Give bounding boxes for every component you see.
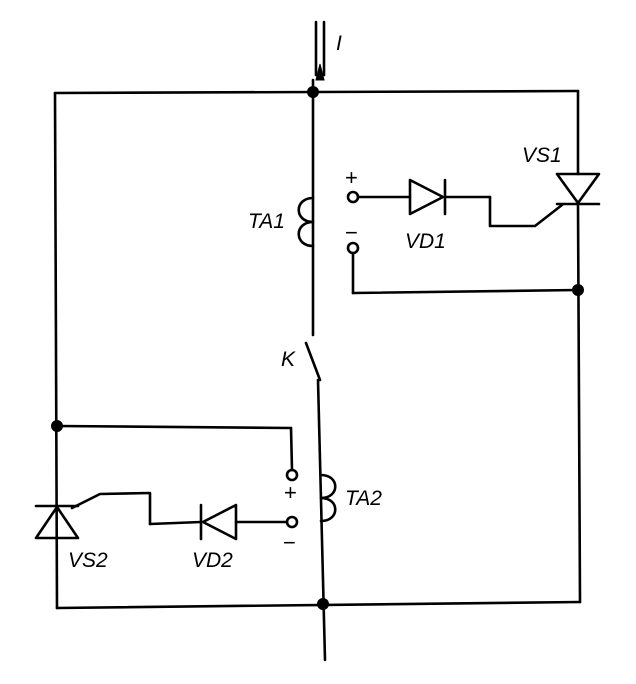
junction-top	[307, 86, 319, 98]
thyristor-vs2	[34, 491, 152, 540]
vs2-label: VS2	[68, 549, 108, 572]
ta2-label: TA2	[345, 487, 382, 510]
switch-k-label: K	[281, 348, 296, 371]
thyristor-vs1	[488, 172, 601, 228]
junction-right	[572, 284, 584, 296]
ta1-minus-sign: −	[345, 220, 358, 245]
right-wire	[576, 89, 582, 604]
junction-bottom	[317, 598, 329, 610]
vd2-label: VD2	[192, 549, 233, 572]
ta2-plus-sign: +	[284, 480, 297, 505]
ta2-plus-wire	[55, 424, 294, 472]
diode-vd1	[408, 178, 492, 216]
vd1-label: VD1	[405, 230, 446, 253]
diode-vd2	[148, 503, 289, 541]
ta1-label: TA1	[248, 210, 285, 233]
vs1-label: VS1	[522, 144, 562, 167]
junction-left	[51, 420, 63, 432]
current-input-arrows	[314, 20, 326, 81]
ta1-plus-sign: +	[345, 165, 358, 190]
current-label: I	[336, 32, 342, 55]
left-wire	[53, 91, 59, 610]
transformer-ta1	[297, 190, 580, 295]
ta2-minus-sign: −	[283, 530, 296, 555]
switch-k	[304, 341, 322, 382]
transformer-ta2	[285, 468, 337, 529]
